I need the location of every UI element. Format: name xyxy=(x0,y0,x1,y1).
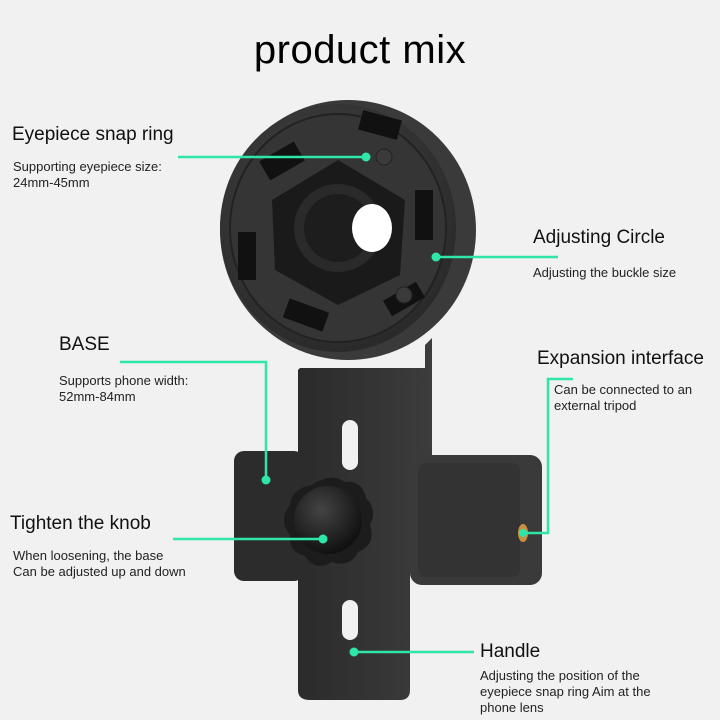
adjusting-circle-description: Adjusting the buckle size xyxy=(533,265,677,280)
eyepiece-snap-ring-description: Supporting eyepiece size: 24mm-45mm xyxy=(13,159,162,190)
handle-description: Adjusting the position of the eyepiece s… xyxy=(480,668,651,715)
eyepiece-snap-ring-label: Eyepiece snap ring xyxy=(12,124,174,145)
tighten-knob-label: Tighten the knob xyxy=(10,513,151,534)
handle-label: Handle xyxy=(480,641,541,662)
expansion-interface-label: Expansion interface xyxy=(537,348,704,369)
base-description: Supports phone width: 52mm-84mm xyxy=(59,373,189,404)
page-title: product mix xyxy=(253,28,467,72)
base-label: BASE xyxy=(59,334,110,355)
tighten-knob-description: When loosening, the base Can be adjusted… xyxy=(13,548,186,579)
phone-clamp-base xyxy=(234,451,542,585)
eyepiece-snap-ring-part xyxy=(220,100,476,360)
callout-dots xyxy=(261,152,527,657)
tighten-knob-part xyxy=(284,477,374,566)
expansion-interface-description: Can be connected to an external tripod xyxy=(554,382,693,413)
callout-lines xyxy=(120,155,573,654)
adjusting-circle-label: Adjusting Circle xyxy=(533,227,665,248)
